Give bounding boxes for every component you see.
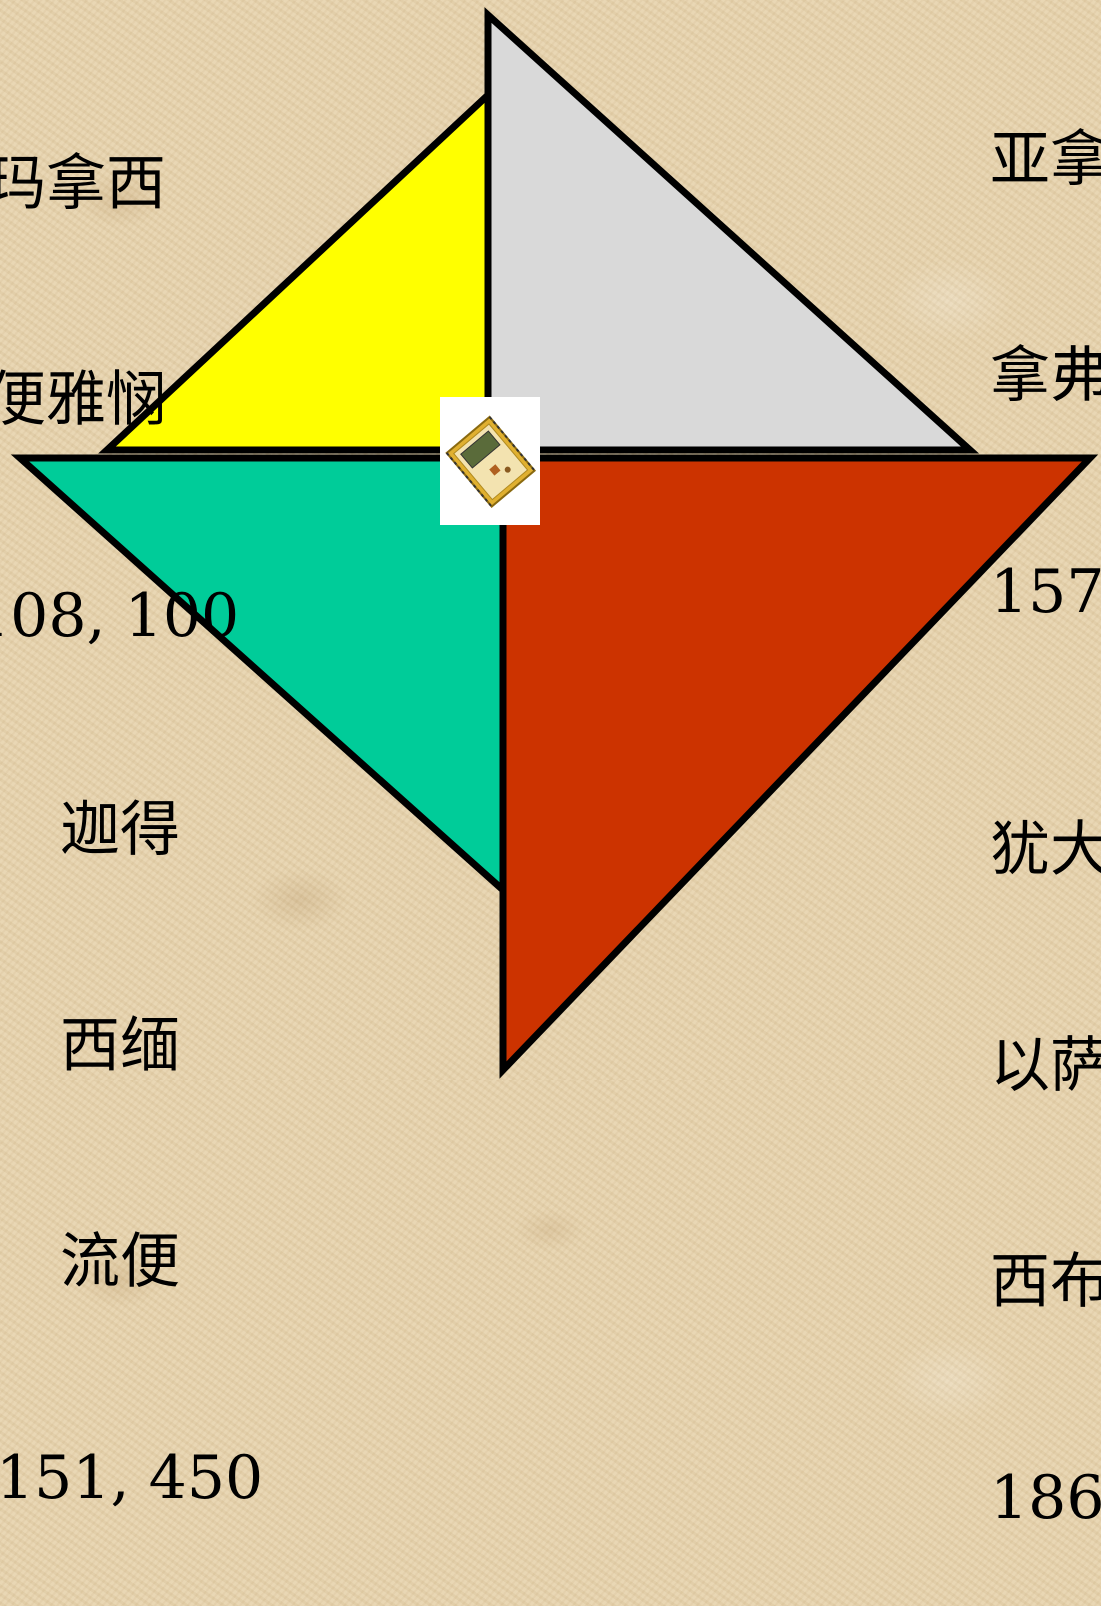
label-top-left-line-3: 108, 100 <box>0 581 240 651</box>
label-top-right-line-2: 拿弗 <box>990 341 1101 411</box>
label-top-left-line-2: 便雅悯 <box>0 365 166 435</box>
label-top-left: 玛拿西 便雅悯 108, 100 <box>0 4 239 724</box>
label-bottom-left-line-1: 迦得 <box>60 795 180 865</box>
label-bottom-left-line-2: 西缅 <box>60 1011 180 1081</box>
label-bottom-left-line-4: 151, 450 <box>0 1443 264 1513</box>
tabernacle-icon <box>440 397 540 525</box>
tribes-diagram <box>10 7 1099 1079</box>
label-bottom-left-line-3: 流便 <box>60 1227 180 1297</box>
label-top-left-line-1: 玛拿西 <box>0 149 166 219</box>
top-right-triangle <box>484 7 980 454</box>
label-bottom-right: 犹大 以萨 西布 186 <box>990 670 1101 1606</box>
label-bottom-right-line-2: 以萨 <box>990 1031 1101 1101</box>
label-top-right-line-3: 157 <box>990 557 1101 627</box>
label-bottom-right-line-3: 西布 <box>990 1247 1101 1317</box>
bottom-right-triangle <box>499 454 1099 1079</box>
label-top-right-line-1: 亚拿 <box>990 125 1101 195</box>
label-bottom-right-line-1: 犹大 <box>990 815 1101 885</box>
label-bottom-right-line-4: 186 <box>990 1463 1101 1533</box>
label-bottom-left: 迦得 西缅 流便 151, 450 <box>0 650 263 1586</box>
label-top-right: 亚拿 拿弗 157 <box>990 0 1101 700</box>
